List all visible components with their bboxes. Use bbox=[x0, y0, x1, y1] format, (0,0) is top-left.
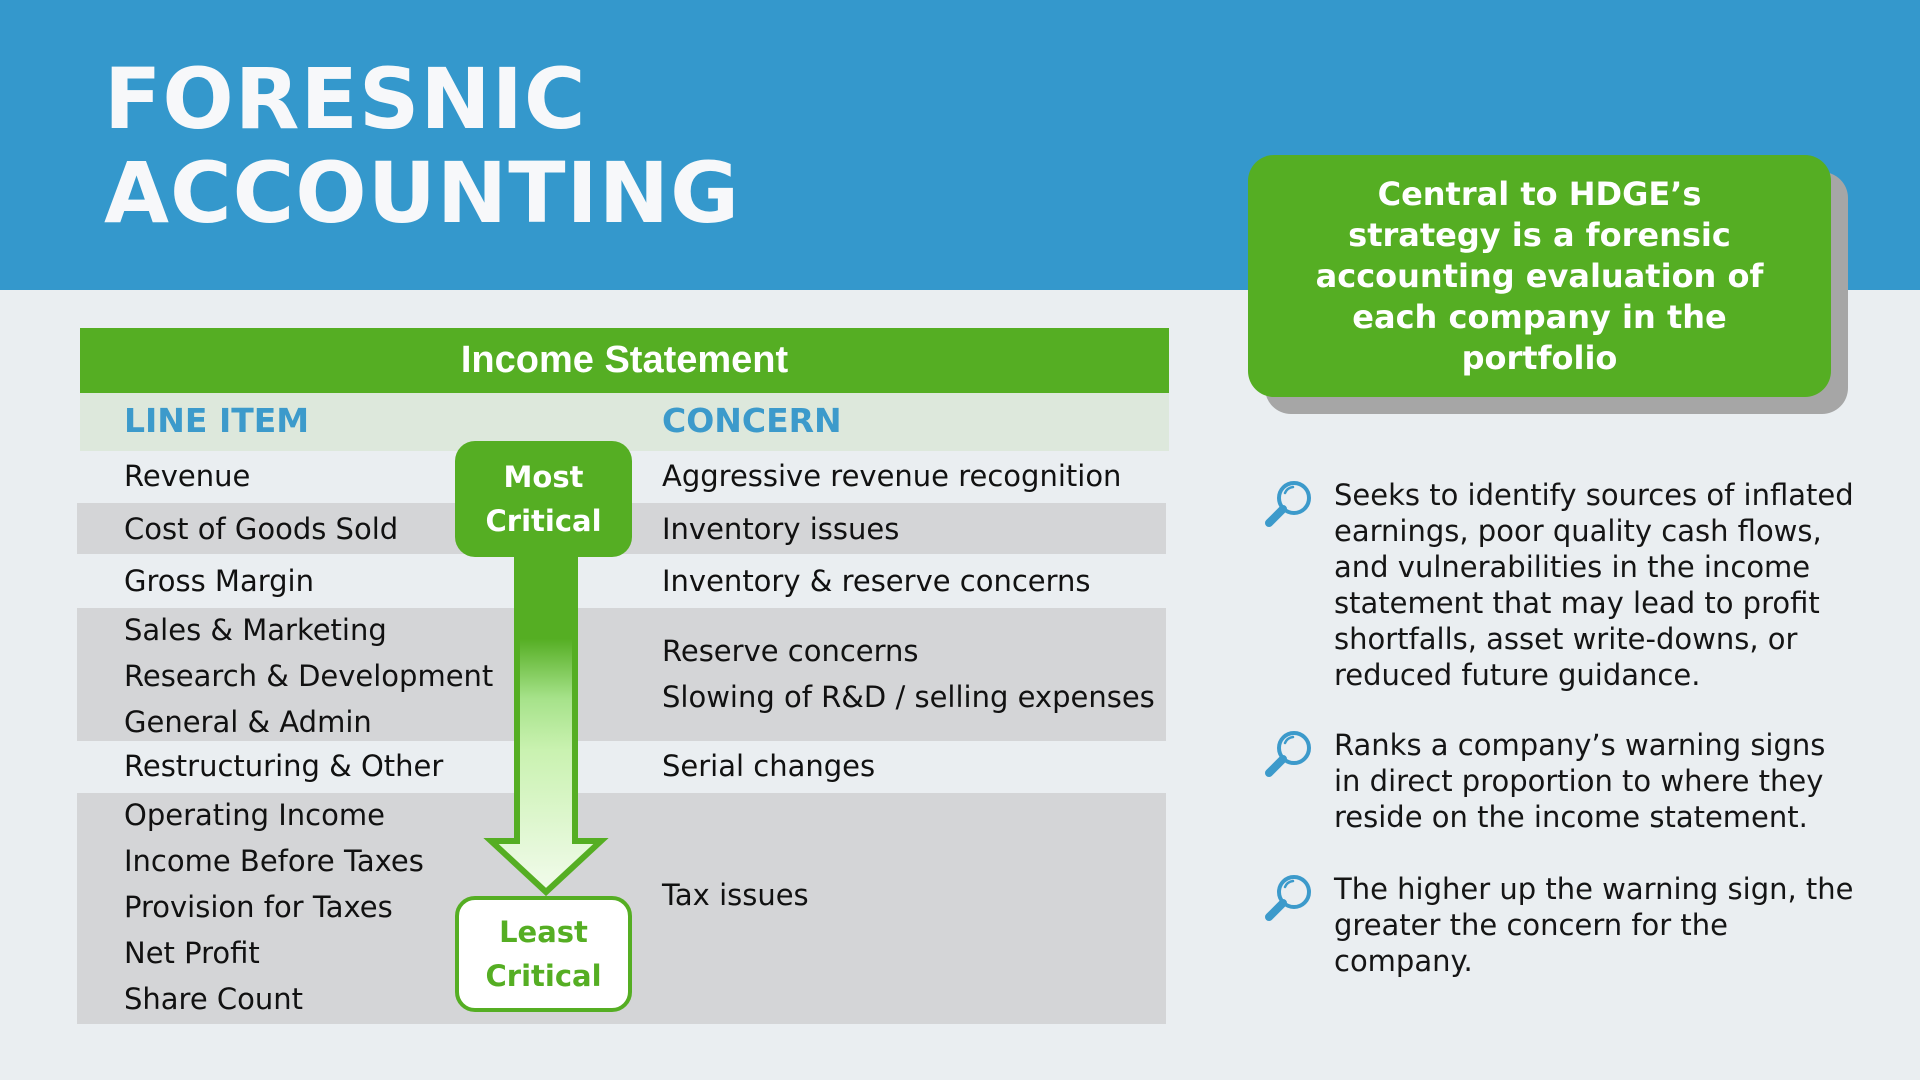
line-item: Net Profit bbox=[124, 936, 260, 970]
most-critical-line-1: Most bbox=[503, 460, 584, 494]
magnifier-icon bbox=[1265, 731, 1311, 777]
concern: Inventory issues bbox=[662, 512, 900, 546]
column-headers: LINE ITEM CONCERN bbox=[80, 393, 1169, 451]
concern: Aggressive revenue recognition bbox=[662, 459, 1122, 493]
bullet-text: Ranks a company’s warning signs in direc… bbox=[1334, 728, 1826, 834]
table-row: Gross Margin Inventory & reserve concern… bbox=[77, 554, 1166, 608]
concern: Serial changes bbox=[662, 749, 876, 783]
concern: Reserve concerns bbox=[662, 634, 919, 668]
line-item: Gross Margin bbox=[124, 564, 314, 598]
column-header-line-item: LINE ITEM bbox=[124, 401, 310, 440]
line-item: Income Before Taxes bbox=[124, 844, 424, 878]
most-critical-label: Most Critical bbox=[455, 441, 632, 557]
concern: Inventory & reserve concerns bbox=[662, 564, 1091, 598]
magnifier-icon bbox=[1265, 875, 1311, 921]
line-item: Revenue bbox=[124, 459, 251, 493]
table-row: Sales & Marketing Research & Development… bbox=[77, 608, 1166, 741]
magnifier-icon bbox=[1265, 481, 1311, 527]
least-critical-label: Least Critical bbox=[455, 896, 632, 1012]
line-item: Provision for Taxes bbox=[124, 890, 393, 924]
bullet-text: Seeks to identify sources of inflated ea… bbox=[1334, 478, 1854, 692]
line-item: Restructuring & Other bbox=[124, 749, 444, 783]
concern: Slowing of R&D / selling expenses bbox=[662, 680, 1155, 714]
table-row: Restructuring & Other Serial changes bbox=[77, 741, 1166, 793]
line-item: Sales & Marketing bbox=[124, 613, 387, 647]
most-critical-line-2: Critical bbox=[485, 504, 602, 538]
line-item: Research & Development bbox=[124, 659, 494, 693]
bullet-text: The higher up the warning sign, the grea… bbox=[1334, 872, 1854, 978]
line-item: Share Count bbox=[124, 982, 304, 1016]
table-title: Income Statement bbox=[80, 328, 1169, 393]
title-line-2: ACCOUNTING bbox=[104, 144, 741, 242]
line-item: General & Admin bbox=[124, 705, 372, 739]
line-item: Operating Income bbox=[124, 798, 385, 832]
strategy-callout: Central to HDGE’s strategy is a forensic… bbox=[1248, 155, 1831, 397]
page-title: FORESNIC ACCOUNTING bbox=[104, 52, 740, 240]
least-critical-line-2: Critical bbox=[485, 959, 602, 993]
callout-text: Central to HDGE’s strategy is a forensic… bbox=[1315, 174, 1764, 377]
column-header-concern: CONCERN bbox=[662, 401, 842, 440]
least-critical-line-1: Least bbox=[499, 915, 588, 949]
line-item: Cost of Goods Sold bbox=[124, 512, 399, 546]
title-line-1: FORESNIC bbox=[104, 50, 587, 148]
arrow-shape bbox=[483, 537, 609, 897]
concern: Tax issues bbox=[662, 878, 809, 912]
